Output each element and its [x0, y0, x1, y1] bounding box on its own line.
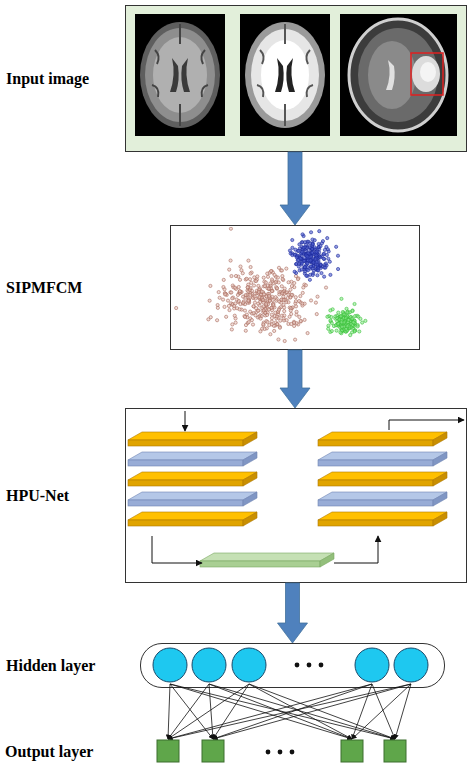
flow-arrow	[280, 350, 310, 408]
output-units	[157, 740, 406, 762]
dense-connections	[168, 684, 411, 739]
dense-wire	[168, 684, 411, 739]
stage-heading: Hidden layer	[6, 656, 135, 674]
dense-wire	[372, 684, 395, 739]
dense-wire	[249, 684, 395, 739]
stage-heading: HPU-Net	[6, 486, 120, 504]
dense-wire	[352, 684, 372, 739]
dense-wire	[249, 684, 352, 739]
stage-heading: Input image	[6, 69, 120, 87]
output-unit	[202, 740, 224, 762]
dense-wire	[213, 684, 372, 739]
stage-box: HPU-Net	[125, 408, 467, 583]
output-unit	[341, 740, 363, 762]
stage-box: Input image	[125, 5, 467, 152]
dense-wire	[209, 684, 213, 739]
dense-wire	[168, 684, 372, 739]
dense-wire	[168, 684, 249, 739]
dense-wire	[352, 684, 411, 739]
layer-label: Output layer	[5, 743, 93, 761]
dense-wire	[213, 684, 411, 739]
stage-box: Hidden layer	[140, 643, 445, 688]
dense-wire	[213, 684, 249, 739]
flow-arrow	[278, 583, 308, 643]
stage-box: SIPMFCM	[170, 225, 420, 350]
dense-wire	[209, 684, 395, 739]
dense-wire	[395, 684, 411, 739]
flow-arrow	[280, 152, 310, 225]
output-unit	[384, 740, 406, 762]
dense-wire	[168, 684, 209, 739]
dense-wire	[168, 684, 170, 739]
dense-wire	[170, 684, 395, 739]
output-unit	[157, 740, 179, 762]
dense-wire	[209, 684, 352, 739]
stage-heading: SIPMFCM	[6, 278, 165, 296]
dense-wire	[170, 684, 213, 739]
dense-wire	[170, 684, 352, 739]
